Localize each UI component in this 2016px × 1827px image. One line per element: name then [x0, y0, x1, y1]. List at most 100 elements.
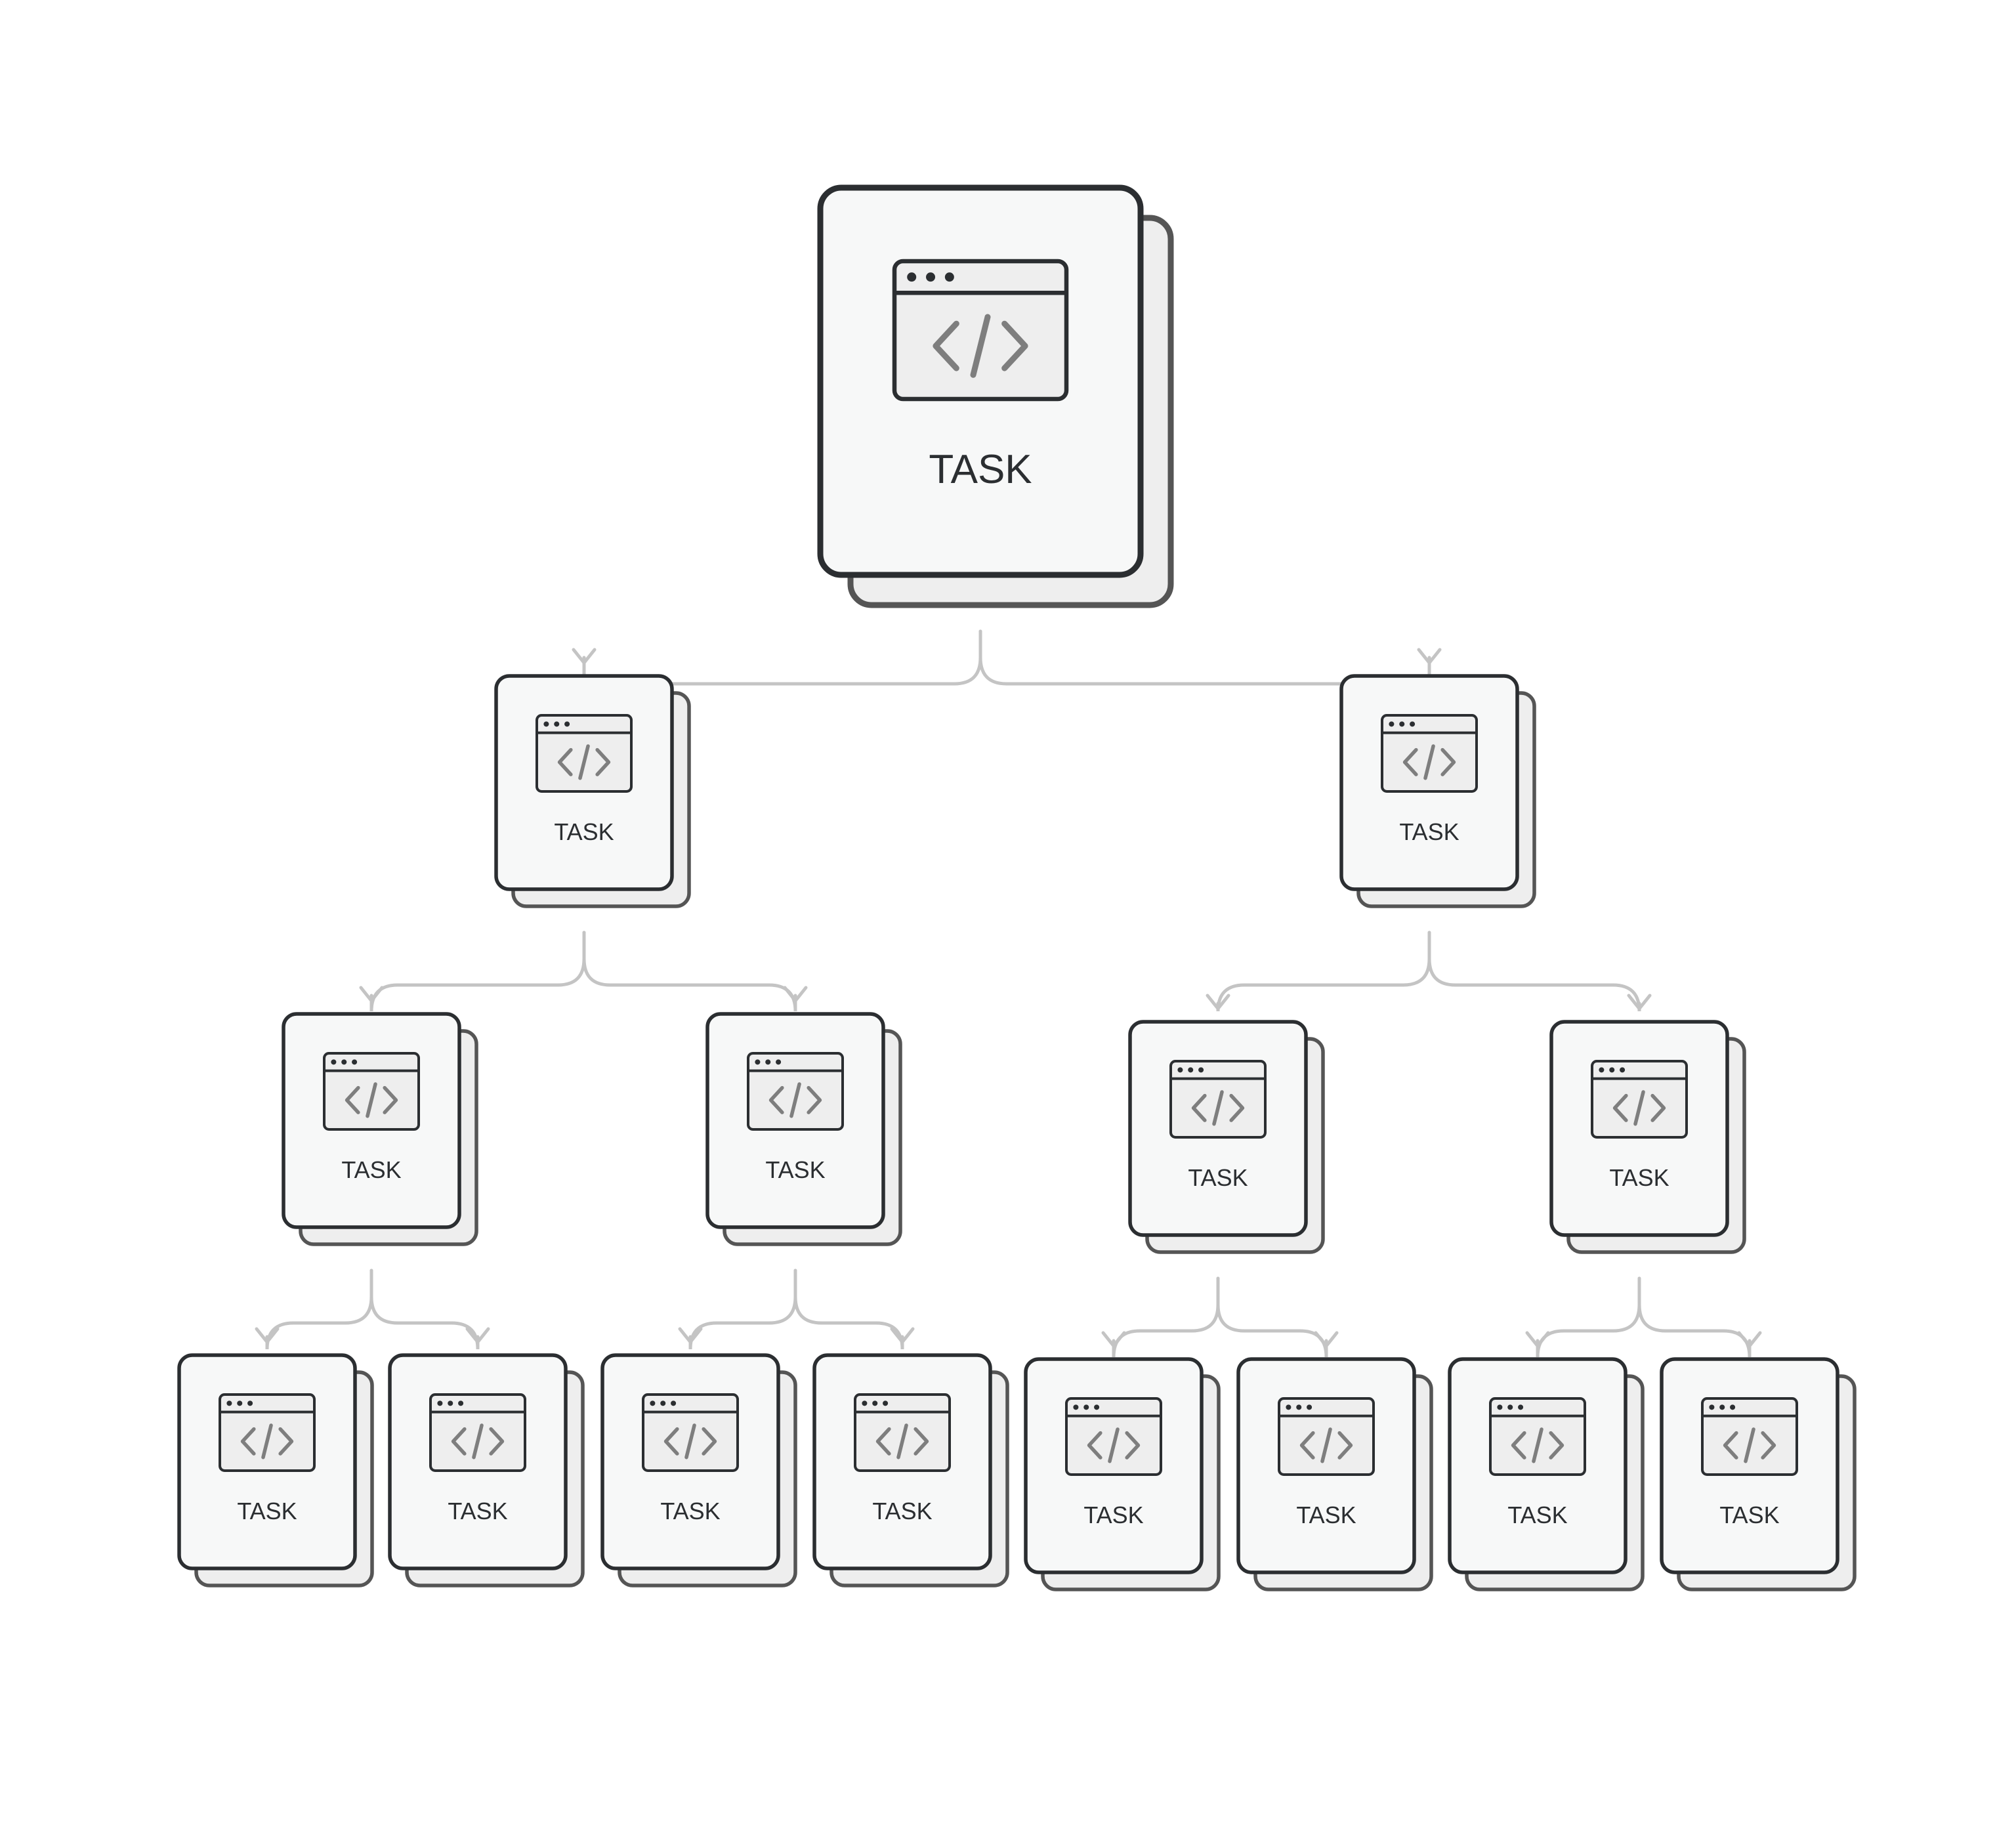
window-dot-icon — [926, 272, 936, 282]
arrow-head-icon — [1206, 994, 1230, 1011]
task-card: TASK — [705, 1012, 902, 1246]
connector-line — [1112, 1276, 1220, 1358]
window-dot-icon — [907, 272, 917, 282]
task-card: TASK — [1128, 1020, 1325, 1254]
task-label: TASK — [872, 1498, 932, 1524]
code-window-icon — [536, 714, 633, 793]
window-dot-icon — [944, 272, 954, 282]
branch-connector — [1101, 1276, 1339, 1358]
window-dot-icon — [660, 1400, 666, 1406]
arrow-head-icon — [1314, 1331, 1339, 1348]
branch-connector — [255, 1269, 490, 1350]
window-dot-icon — [755, 1059, 761, 1065]
arrow-head-icon — [890, 1327, 915, 1344]
window-dot-icon — [1073, 1404, 1079, 1410]
task-label: TASK — [765, 1156, 825, 1183]
window-dot-icon — [1188, 1067, 1194, 1073]
window-dot-icon — [1709, 1404, 1715, 1410]
arrow-head-icon — [359, 986, 384, 1003]
window-dot-icon — [554, 721, 560, 727]
connector-line — [1536, 1276, 1641, 1358]
connector-line — [1216, 931, 1431, 1012]
task-label: TASK — [341, 1156, 401, 1183]
task-card: TASK — [1660, 1357, 1857, 1591]
branch-connector — [1206, 931, 1652, 1012]
window-dot-icon — [448, 1400, 453, 1406]
window-dot-icon — [776, 1059, 782, 1065]
task-label: TASK — [1719, 1502, 1779, 1528]
window-dot-icon — [1730, 1404, 1736, 1410]
branch-connector — [1525, 1276, 1762, 1358]
connector-line — [369, 1269, 480, 1350]
window-dot-icon — [862, 1400, 868, 1406]
code-window-icon — [323, 1052, 420, 1131]
task-label: TASK — [1399, 818, 1459, 845]
arrow-head-icon — [1737, 1331, 1762, 1348]
window-dot-icon — [1497, 1404, 1503, 1410]
task-card: TASK — [282, 1012, 478, 1246]
code-window-icon — [1065, 1397, 1162, 1476]
task-card: TASK — [388, 1353, 585, 1587]
arrow-head-icon — [465, 1327, 490, 1344]
connectors — [255, 629, 1762, 1358]
connector-line — [265, 1269, 373, 1350]
connector-line — [1637, 1276, 1752, 1358]
connector-line — [582, 931, 797, 1012]
window-dot-icon — [671, 1400, 677, 1406]
window-dot-icon — [1518, 1404, 1524, 1410]
connector-line — [793, 1269, 904, 1350]
window-dot-icon — [1507, 1404, 1513, 1410]
code-window-icon — [854, 1393, 951, 1472]
window-dot-icon — [1399, 721, 1405, 727]
window-dot-icon — [650, 1400, 656, 1406]
arrow-head-icon — [1101, 1331, 1126, 1348]
window-dot-icon — [883, 1400, 889, 1406]
window-dot-icon — [1620, 1067, 1626, 1073]
code-window-icon — [1489, 1397, 1586, 1476]
code-window-icon — [1701, 1397, 1798, 1476]
arrow-head-icon — [783, 986, 808, 1003]
task-label: TASK — [448, 1498, 507, 1524]
arrow-head-icon — [1627, 994, 1652, 1011]
window-dot-icon — [331, 1059, 337, 1065]
connector-line — [1427, 931, 1641, 1012]
task-card: TASK — [1024, 1357, 1221, 1591]
window-dot-icon — [1599, 1067, 1605, 1073]
window-dot-icon — [1410, 721, 1416, 727]
window-dot-icon — [1296, 1404, 1302, 1410]
task-card: TASK — [1448, 1357, 1645, 1591]
window-dot-icon — [765, 1059, 771, 1065]
window-dot-icon — [1609, 1067, 1615, 1073]
branch-connector — [572, 629, 1442, 711]
arrow-head-icon — [572, 648, 597, 665]
window-dot-icon — [247, 1400, 253, 1406]
code-window-icon — [1591, 1060, 1688, 1139]
task-card: TASK — [817, 184, 1174, 608]
code-window-icon — [219, 1393, 316, 1472]
code-window-icon — [1278, 1397, 1375, 1476]
window-dot-icon — [1198, 1067, 1204, 1073]
task-card: TASK — [1339, 674, 1536, 908]
window-dot-icon — [1094, 1404, 1100, 1410]
window-dot-icon — [226, 1400, 232, 1406]
branch-connector — [678, 1269, 915, 1350]
window-dot-icon — [1389, 721, 1395, 727]
window-dot-icon — [1307, 1404, 1312, 1410]
task-label: TASK — [554, 818, 614, 845]
task-card: TASK — [812, 1353, 1009, 1587]
task-card: TASK — [177, 1353, 374, 1587]
code-window-icon — [1169, 1060, 1267, 1139]
window-dot-icon — [237, 1400, 243, 1406]
window-dot-icon — [352, 1059, 358, 1065]
task-label: TASK — [1507, 1502, 1567, 1528]
window-dot-icon — [437, 1400, 443, 1406]
connector-line — [1216, 1276, 1328, 1358]
window-dot-icon — [458, 1400, 464, 1406]
window-dot-icon — [872, 1400, 878, 1406]
window-dot-icon — [341, 1059, 347, 1065]
branch-connector — [359, 931, 808, 1012]
arrow-head-icon — [678, 1327, 703, 1344]
task-card: TASK — [494, 674, 691, 908]
task-card: TASK — [1236, 1357, 1433, 1591]
